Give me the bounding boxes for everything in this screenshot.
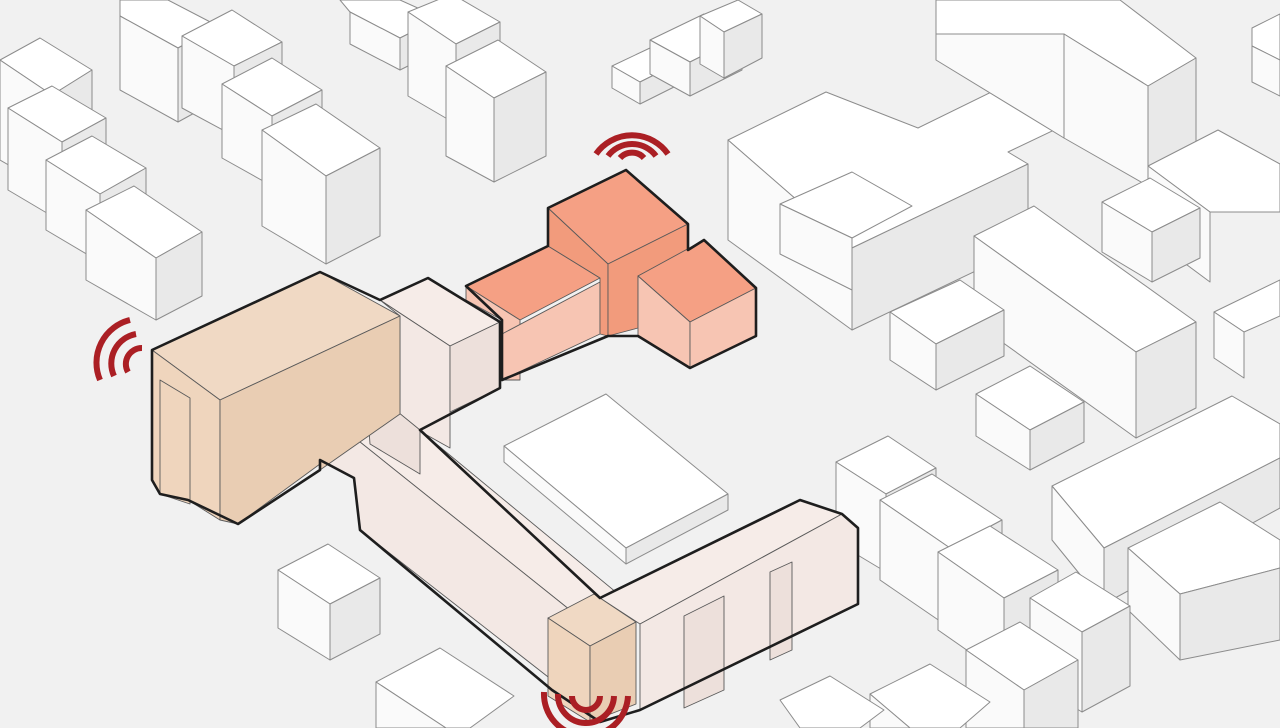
pale-connector-block bbox=[379, 277, 501, 449]
salmon-site-block bbox=[465, 169, 757, 381]
tan-main-block bbox=[151, 271, 401, 525]
signal-waves-icon-bottom bbox=[540, 691, 631, 728]
context-building-lower-right bbox=[779, 435, 1131, 728]
context-building-courtyard bbox=[503, 393, 729, 565]
signal-waves-icon-top bbox=[593, 132, 671, 161]
context-building-bottom-left bbox=[277, 543, 515, 728]
context-building-right-lower bbox=[1051, 395, 1280, 661]
context-building-right-cluster bbox=[1101, 129, 1280, 379]
salmon-site-outline bbox=[464, 168, 758, 382]
context-building-small-top bbox=[611, 0, 763, 105]
highlighted-complex bbox=[151, 169, 859, 723]
context-building-long-bar bbox=[889, 205, 1197, 471]
pale-horizontal-wing bbox=[599, 499, 859, 711]
main-complex-outline bbox=[150, 270, 860, 724]
context-building-row-mid bbox=[119, 0, 381, 265]
complex-outlines bbox=[150, 168, 860, 724]
context-building-row-left bbox=[0, 37, 203, 321]
signal-waves-icon-left bbox=[93, 317, 143, 382]
context-building-large-upper bbox=[727, 73, 1093, 331]
context-building-row-top bbox=[339, 0, 547, 183]
